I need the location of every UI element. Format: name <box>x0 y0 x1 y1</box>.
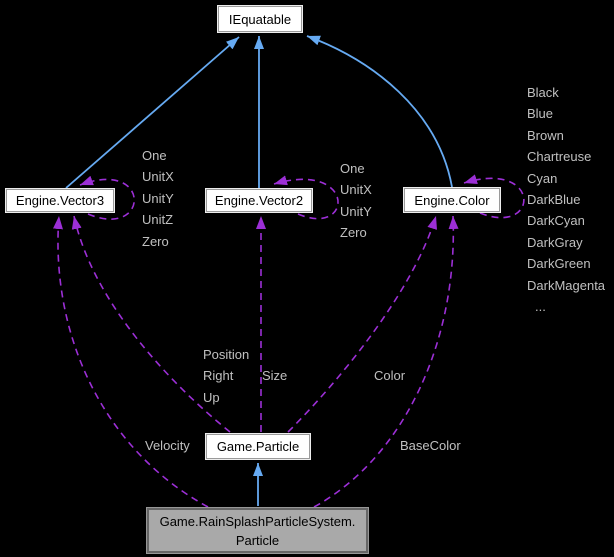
class-node-label: Engine.Color <box>414 192 490 208</box>
member-label: UnitY <box>142 190 174 206</box>
member-label: Chartreuse <box>527 149 592 165</box>
usage-edge-rainsplash-color <box>313 215 459 508</box>
class-node-label: IEquatable <box>228 11 292 27</box>
member-list-vector3: One UnitX UnitY UnitZ Zero <box>142 145 174 252</box>
member-label: Brown <box>527 127 564 143</box>
class-node-engine-vector2[interactable]: Engine.Vector2 <box>205 188 313 213</box>
member-label: DarkMagenta <box>527 277 606 293</box>
member-label: Blue <box>527 106 554 122</box>
self-usage-edge-vector3 <box>79 175 136 220</box>
class-node-engine-color[interactable]: Engine.Color <box>403 187 501 213</box>
member-label: DarkBlue <box>527 192 581 208</box>
member-list-ellipsis: ... <box>535 299 546 315</box>
class-node-engine-vector3[interactable]: Engine.Vector3 <box>5 188 115 213</box>
class-node-label: Engine.Vector2 <box>214 193 304 208</box>
member-list-color: Black Blue Brown Chartreuse Cyan DarkBlu… <box>527 82 605 317</box>
edge-label: Color <box>374 368 406 383</box>
member-label: UnitX <box>340 182 372 198</box>
edge-label-rainsplash-vector3: Velocity <box>145 435 190 456</box>
self-usage-edge-vector2 <box>273 175 339 220</box>
class-node-label: Game.Particle <box>216 439 300 454</box>
class-node-label-line2: Particle <box>235 532 280 548</box>
edge-label: Up <box>203 389 220 405</box>
usage-edge-particle-color <box>287 215 437 433</box>
member-label: One <box>340 161 365 176</box>
class-node-label: Engine.Vector3 <box>15 193 105 208</box>
edge-label: Right <box>203 368 234 384</box>
inherit-edge-color-iequatable <box>306 35 453 188</box>
edge-label-particle-color: Color <box>374 365 405 386</box>
member-label: Zero <box>142 233 169 249</box>
usage-edge-particle-vector3 <box>71 215 231 433</box>
member-label: UnitX <box>142 169 174 185</box>
member-label: Cyan <box>527 170 558 186</box>
member-label: DarkCyan <box>527 213 585 229</box>
class-node-rainsplash-particle: Game.RainSplashParticleSystem. Particle <box>147 508 368 553</box>
class-node-iequatable[interactable]: IEquatable <box>217 5 303 33</box>
member-label: Black <box>527 85 559 100</box>
member-label: DarkGray <box>527 234 583 250</box>
edge-label: Velocity <box>145 438 190 453</box>
edge-label-particle-vector3: Position Right Up <box>203 344 249 408</box>
class-node-label-line1: Game.RainSplashParticleSystem. <box>159 513 356 529</box>
member-label: One <box>142 148 167 163</box>
edge-label: Position <box>203 347 250 362</box>
member-label: DarkGreen <box>527 256 591 272</box>
member-label: UnitZ <box>142 212 174 228</box>
edge-label-rainsplash-color: BaseColor <box>400 435 461 456</box>
inherit-edge-vector3-iequatable <box>65 36 240 189</box>
member-label: UnitY <box>340 203 372 219</box>
member-label: Zero <box>340 225 367 241</box>
class-node-game-particle[interactable]: Game.Particle <box>205 433 311 460</box>
self-usage-edge-color <box>463 174 525 219</box>
edge-label-particle-vector2: Size <box>262 365 287 386</box>
member-list-vector2: One UnitX UnitY Zero <box>340 158 372 244</box>
edge-label: BaseColor <box>400 438 461 453</box>
usage-edge-rainsplash-vector3 <box>52 215 209 508</box>
edge-label: Size <box>262 368 288 383</box>
